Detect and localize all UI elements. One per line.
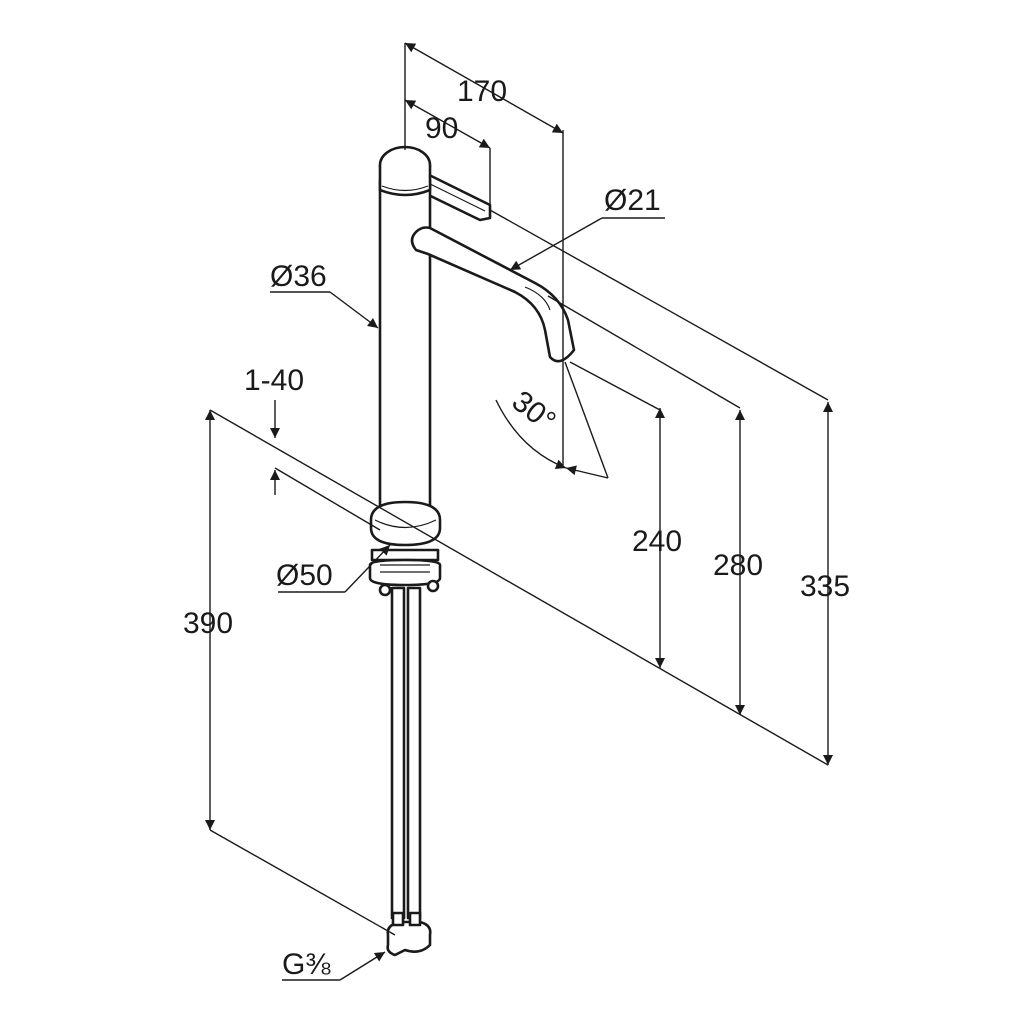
supply-hose-right (406, 586, 422, 920)
label-body-diameter: Ø36 (270, 260, 327, 293)
spout (410, 226, 576, 363)
label-thread: G⅜ (282, 948, 331, 981)
label-deck-thickness: 1-40 (244, 364, 304, 397)
hose-fitting (386, 920, 432, 957)
label-lever-top-height: 280 (713, 549, 763, 582)
label-hose-length: 390 (183, 607, 233, 640)
supply-hose-left (390, 586, 406, 920)
faucet-body (368, 145, 576, 957)
label-base-diameter: Ø50 (276, 559, 333, 592)
dimension-labels: 170 90 Ø21 Ø36 1-40 30° 240 280 335 Ø50 … (183, 75, 850, 981)
label-spout-height: 240 (632, 525, 682, 558)
mounting-nut (370, 548, 440, 562)
label-spout-diameter: Ø21 (604, 184, 661, 217)
label-lever-offset: 90 (425, 112, 458, 145)
label-width-total: 170 (457, 75, 507, 108)
label-total-height: 335 (800, 570, 850, 603)
dimension-lines (205, 42, 833, 981)
